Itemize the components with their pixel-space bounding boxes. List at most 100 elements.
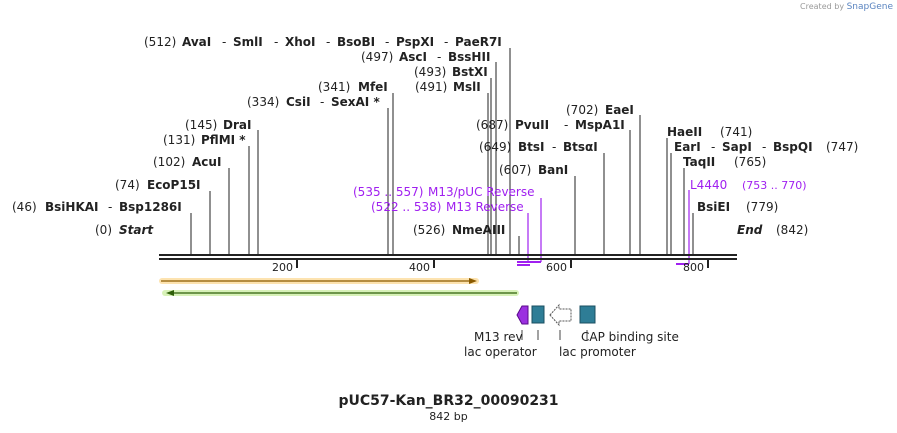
site-label-avai-group[interactable]: (512) AvaI - SmlI - XhoI - BsoBI - PspXI… <box>144 35 502 49</box>
site-name-bsshii[interactable]: BssHII <box>448 50 490 64</box>
site-position: (145) <box>185 118 217 132</box>
site-name-taqii[interactable]: TaqII <box>683 155 715 169</box>
start-label: Start <box>119 223 154 237</box>
site-name-bspqi[interactable]: BspQI <box>773 140 813 154</box>
site-label-acui-group[interactable]: (102) AcuI <box>153 155 221 169</box>
site-name-smli[interactable]: SmlI <box>233 35 263 49</box>
site-separator: - <box>552 140 556 154</box>
primer-name-l4440[interactable]: L4440 <box>690 178 727 192</box>
site-position: (46) <box>12 200 37 214</box>
site-separator: - <box>564 118 568 132</box>
site-name-eaei[interactable]: EaeI <box>605 103 634 117</box>
site-name-msli[interactable]: MslI <box>453 80 481 94</box>
site-name-avai[interactable]: AvaI <box>182 35 211 49</box>
ruler-labels: 200 400 600 800 <box>272 261 704 274</box>
lac-operator-feature[interactable] <box>531 305 545 324</box>
site-name-bsiei[interactable]: BsiEI <box>697 200 730 214</box>
site-position: (497) <box>361 50 393 64</box>
site-label-btsi-group[interactable]: (649) BtsI - BtsαI <box>479 140 598 154</box>
ruler-tick-600 <box>570 260 572 268</box>
m13-rev-feature[interactable] <box>516 305 529 325</box>
site-position: (74) <box>115 178 140 192</box>
orf-reverse[interactable] <box>162 290 519 296</box>
backbone-bottom-strand <box>159 258 737 260</box>
site-position: (493) <box>414 65 446 79</box>
orf-forward[interactable] <box>159 278 479 284</box>
site-position: (649) <box>479 140 511 154</box>
snapgene-credit: Created by SnapGene <box>800 2 893 12</box>
site-position: (765) <box>734 155 766 169</box>
site-name-pspxi[interactable]: PspXI <box>396 35 434 49</box>
site-name-bani[interactable]: BanI <box>538 163 568 177</box>
site-label-asci-group[interactable]: (497) AscI - BssHII <box>361 50 490 64</box>
site-name-mfei[interactable]: MfeI <box>358 80 388 94</box>
site-label-bstxi-group[interactable]: (493) BstXI <box>414 65 488 79</box>
site-label-nmeaiii-group[interactable]: (526) NmeAIII <box>413 223 505 237</box>
features <box>516 303 596 340</box>
site-name-bstxi[interactable]: BstXI <box>452 65 488 79</box>
site-name-paer7i[interactable]: PaeR7I <box>455 35 502 49</box>
site-label-mfei-group[interactable]: (341) MfeI <box>318 80 388 94</box>
site-name-asci[interactable]: AscI <box>399 50 427 64</box>
site-label-eaei-group[interactable]: (702) EaeI <box>566 103 634 117</box>
site-label-msli-group[interactable]: (491) MslI <box>415 80 481 94</box>
site-name-sexai[interactable]: SexAI * <box>331 95 380 109</box>
site-separator: - <box>320 95 324 109</box>
ruler-tick-200 <box>296 260 298 268</box>
site-position: (741) <box>720 125 752 139</box>
sequence-backbone <box>159 254 737 260</box>
site-separator: - <box>711 140 715 154</box>
site-position: (607) <box>499 163 531 177</box>
orf-reverse-arrowhead <box>166 290 174 296</box>
site-label-bani-group[interactable]: (607) BanI <box>499 163 568 177</box>
site-separator: - <box>437 50 441 64</box>
site-name-bsobi[interactable]: BsoBI <box>337 35 375 49</box>
site-label-taqii-group[interactable]: TaqII (765) <box>683 155 766 169</box>
site-position: (747) <box>826 140 858 154</box>
site-name-bsp1286i[interactable]: Bsp1286I <box>119 200 182 214</box>
site-label-eari-group[interactable]: EarI - SapI - BspQI (747) <box>674 140 858 154</box>
plasmid-name: pUC57-Kan_BR32_00090231 <box>338 393 559 409</box>
site-name-drai[interactable]: DraI <box>223 118 251 132</box>
primer-range-m13rev: (522 .. 538) <box>371 200 441 214</box>
site-name-btsi[interactable]: BtsI <box>518 140 545 154</box>
site-name-mspa1i[interactable]: MspA1I <box>575 118 625 132</box>
site-separator: - <box>444 35 448 49</box>
lac-promoter-feature[interactable] <box>549 303 572 327</box>
site-name-pflmi[interactable]: PflMI * <box>201 133 246 147</box>
end-label: End <box>737 223 763 237</box>
site-separator: - <box>385 35 389 49</box>
primer-range-l4440: (753 .. 770) <box>742 179 807 192</box>
site-name-pvuii[interactable]: PvuII <box>515 118 549 132</box>
site-position: (131) <box>163 133 195 147</box>
site-name-btsai[interactable]: BtsαI <box>563 140 598 154</box>
site-label-csii-group[interactable]: (334) CsiI - SexAI * <box>247 95 380 109</box>
site-label-bsiei-group[interactable]: BsiEI (779) <box>697 200 778 214</box>
orf-forward-arrowhead <box>469 278 477 284</box>
primer-name-m13puc[interactable]: M13/pUC Reverse <box>428 185 535 199</box>
site-label-ecop15i-group[interactable]: (74) EcoP15I <box>115 178 201 192</box>
site-name-haeii[interactable]: HaeII <box>667 125 702 139</box>
primer-name-m13rev[interactable]: M13 Reverse <box>446 200 524 214</box>
feature-labels: M13 rev lac operator lac promoter CAP bi… <box>464 330 679 359</box>
site-position: (526) <box>413 223 445 237</box>
cap-binding-site-feature[interactable] <box>579 305 596 324</box>
site-name-eari[interactable]: EarI <box>674 140 701 154</box>
site-name-acui[interactable]: AcuI <box>192 155 221 169</box>
site-labels: (512) AvaI - SmlI - XhoI - BsoBI - PspXI… <box>12 35 858 237</box>
ruler-label-400: 400 <box>409 261 430 274</box>
site-name-csii[interactable]: CsiI <box>286 95 311 109</box>
site-name-ecop15i[interactable]: EcoP15I <box>147 178 201 192</box>
ruler-tick-400 <box>433 260 435 268</box>
site-label-bsihkai-group[interactable]: (46) BsiHKAI - Bsp1286I <box>12 200 182 214</box>
snapgene-logo: SnapGene <box>846 2 893 12</box>
site-name-xhoi[interactable]: XhoI <box>285 35 316 49</box>
site-name-bsihkai[interactable]: BsiHKAI <box>45 200 99 214</box>
site-label-drai-group[interactable]: (145) DraI <box>185 118 251 132</box>
site-label-haeii-group[interactable]: HaeII (741) <box>667 125 752 139</box>
site-label-pflmi-group[interactable]: (131) PflMI * <box>163 133 246 147</box>
site-name-nmeaiii[interactable]: NmeAIII <box>452 223 505 237</box>
site-label-pvuii-group[interactable]: (687) PvuII - MspA1I <box>476 118 625 132</box>
site-name-sapi[interactable]: SapI <box>722 140 752 154</box>
